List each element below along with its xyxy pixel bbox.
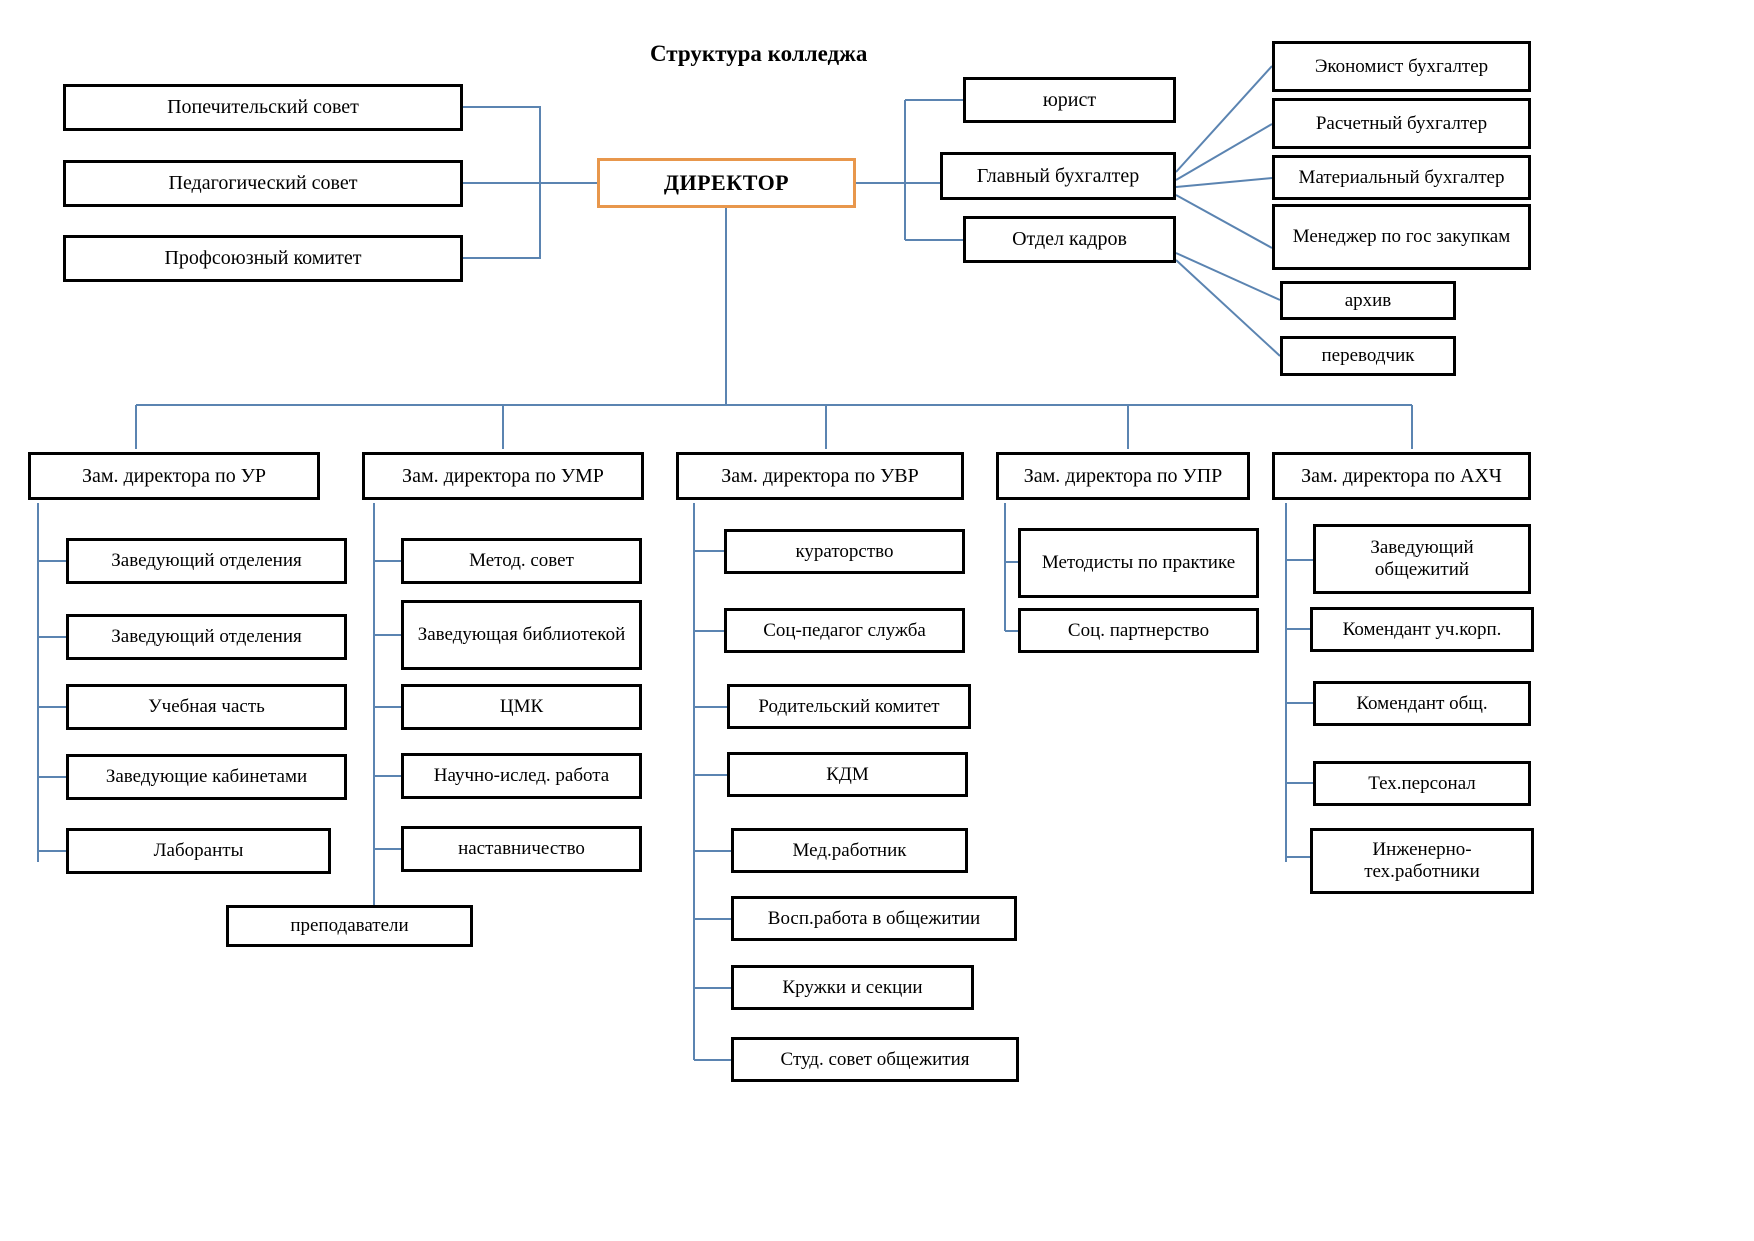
child-box[interactable]: Заведующие кабинетами [66,754,347,800]
child-box[interactable]: Мед.работник [731,828,968,873]
child-box[interactable]: кураторство [724,529,965,574]
accountant-staff-box[interactable]: Менеджер по гос закупкам [1272,204,1531,270]
child-box[interactable]: Кружки и секции [731,965,974,1010]
director-staff-box[interactable]: юрист [963,77,1176,123]
child-box[interactable]: Заведующий отделения [66,614,347,660]
hr-staff-box[interactable]: переводчик [1280,336,1456,376]
hr-staff-box[interactable]: архив [1280,281,1456,320]
child-box[interactable]: Тех.персонал [1313,761,1531,806]
child-box[interactable]: Заведующий отделения [66,538,347,584]
child-box[interactable]: наставничество [401,826,642,872]
director-box[interactable]: ДИРЕКТОР [597,158,856,208]
child-box[interactable]: Инженерно-тех.работники [1310,828,1534,894]
child-box[interactable]: Комендант уч.корп. [1310,607,1534,652]
child-box[interactable]: преподаватели [226,905,473,947]
child-box[interactable]: Восп.работа в общежитии [731,896,1017,941]
advisory-board-box[interactable]: Попечительский совет [63,84,463,131]
advisory-board-box[interactable]: Профсоюзный комитет [63,235,463,282]
child-box[interactable]: ЦМК [401,684,642,730]
child-box[interactable]: Учебная часть [66,684,347,730]
child-box[interactable]: Соц-педагог служба [724,608,965,653]
advisory-board-box[interactable]: Педагогический совет [63,160,463,207]
deputy-box-ahch[interactable]: Зам. директора по АХЧ [1272,452,1531,500]
child-box[interactable]: Соц. партнерство [1018,608,1259,653]
child-box[interactable]: Научно-ислед. работа [401,753,642,799]
page-title: Структура колледжа [650,41,868,66]
deputy-box-upr[interactable]: Зам. директора по УПР [996,452,1250,500]
child-box[interactable]: Студ. совет общежития [731,1037,1019,1082]
deputy-box-uvr[interactable]: Зам. директора по УВР [676,452,964,500]
deputy-box-ur[interactable]: Зам. директора по УР [28,452,320,500]
deputy-box-umr[interactable]: Зам. директора по УМР [362,452,644,500]
child-box[interactable]: Заведующая библиотекой [401,600,642,670]
director-staff-box[interactable]: Главный бухгалтер [940,152,1176,200]
accountant-staff-box[interactable]: Экономист бухгалтер [1272,41,1531,92]
child-box[interactable]: КДМ [727,752,968,797]
accountant-staff-box[interactable]: Материальный бухгалтер [1272,155,1531,200]
director-staff-box[interactable]: Отдел кадров [963,216,1176,263]
accountant-staff-box[interactable]: Расчетный бухгалтер [1272,98,1531,149]
child-box[interactable]: Комендант общ. [1313,681,1531,726]
child-box[interactable]: Родительский комитет [727,684,971,729]
child-box[interactable]: Лаборанты [66,828,331,874]
child-box[interactable]: Метод. совет [401,538,642,584]
child-box[interactable]: Методисты по практике [1018,528,1259,598]
child-box[interactable]: Заведующий общежитий [1313,524,1531,594]
